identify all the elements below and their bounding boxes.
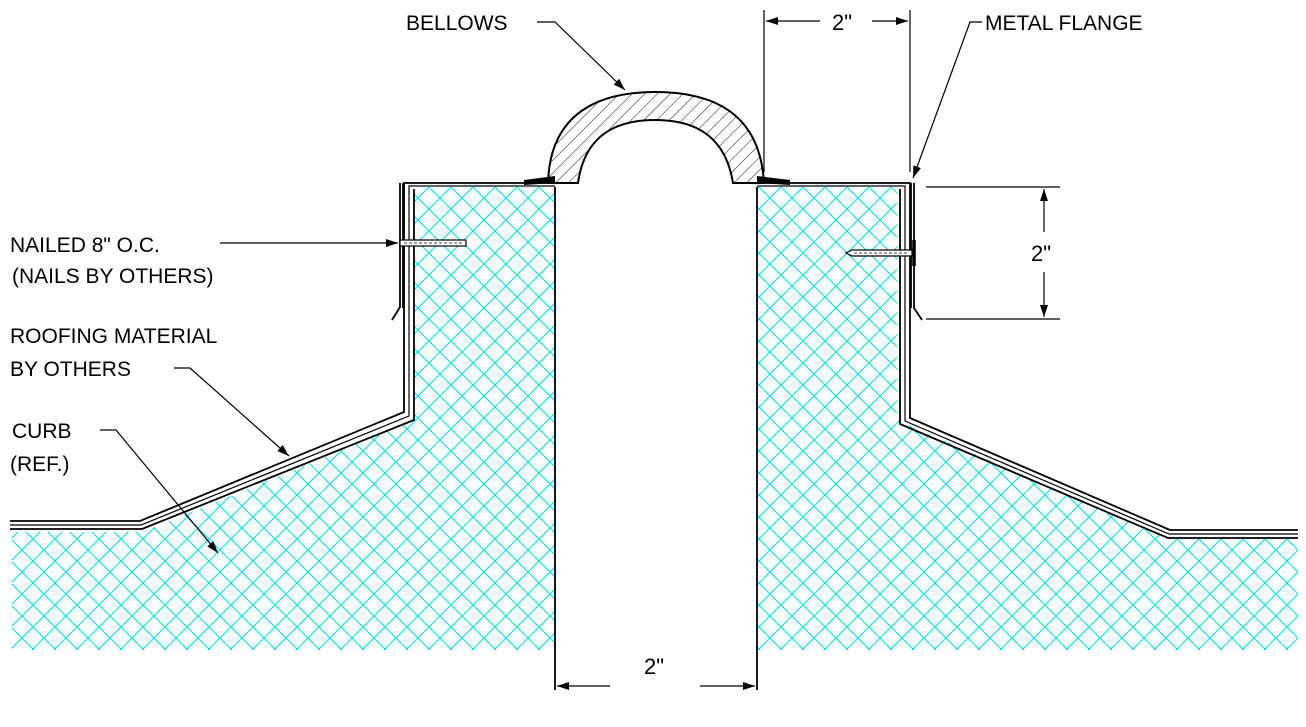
dim-text-flange-width: 2" — [832, 10, 852, 35]
dim-text-flange-height: 2" — [1031, 241, 1051, 266]
label-nailed-line2: (NAILS BY OTHERS) — [12, 265, 214, 288]
curb-left-hatch — [12, 187, 555, 650]
roofing-material-right — [757, 182, 1298, 539]
label-curb-line2: (REF.) — [10, 453, 70, 476]
leader-roofing — [174, 367, 290, 457]
dimension-flange-width — [763, 10, 911, 172]
metal-flange-left — [391, 183, 404, 321]
bellows-flange-right — [757, 176, 790, 185]
label-bellows: BELLOWS — [406, 12, 508, 35]
label-nailed-line1: NAILED 8" O.C. — [10, 234, 160, 257]
leader-bellows — [537, 21, 626, 91]
nail-left — [399, 239, 467, 247]
label-metal-flange: METAL FLANGE — [985, 12, 1143, 35]
label-roofing-line1: ROOFING MATERIAL — [10, 325, 217, 348]
dim-text-opening-width: 2" — [644, 654, 664, 679]
leader-metal-flange — [912, 21, 982, 179]
dimension-flange-height — [926, 186, 1060, 320]
label-curb-line1: CURB — [12, 420, 72, 443]
roofing-material-left — [10, 182, 555, 530]
bellows-shape — [546, 90, 766, 184]
metal-flange-right — [910, 183, 923, 321]
nail-right — [844, 249, 913, 257]
curb-right-hatch — [757, 187, 1298, 650]
label-roofing-line2: BY OTHERS — [10, 358, 131, 381]
leader-curb — [100, 429, 219, 554]
